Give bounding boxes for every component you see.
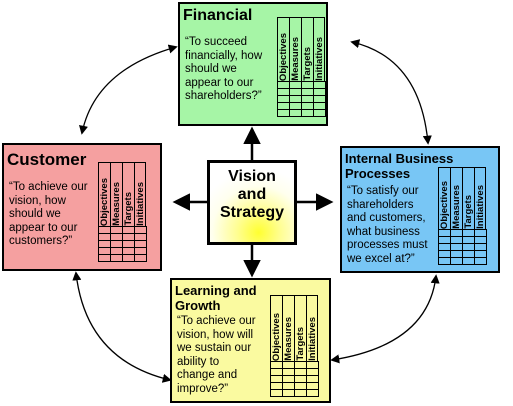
question-line: ability to — [177, 355, 220, 368]
question-line: appear to our — [185, 76, 254, 89]
customer-question: “To achieve our vision, how should we ap… — [9, 181, 88, 249]
vision-strategy-title: Vision and Strategy — [210, 168, 294, 222]
financial-grid-header: Objectives Measures Targets Initiatives — [277, 17, 325, 81]
financial-question: “To succeed financially, how should we a… — [185, 36, 262, 104]
title-line: Processes — [345, 166, 411, 181]
question-line: vision, how will — [177, 328, 254, 341]
financial-box: Financial “To succeed financially, how s… — [178, 2, 328, 126]
question-line: improve?” — [177, 382, 229, 395]
column-header: Measures — [282, 295, 294, 361]
question-line: “To satisfy our — [347, 185, 419, 197]
center-line: Vision — [228, 168, 276, 185]
column-header: Targets — [294, 295, 306, 361]
question-line: “To succeed — [185, 36, 248, 48]
center-line: Strategy — [219, 204, 285, 221]
customer-grid-cells — [98, 226, 147, 262]
financial-grid-cells — [277, 81, 326, 117]
column-header: Initiatives — [474, 167, 486, 229]
question-line: should we — [185, 63, 237, 76]
column-header: Targets — [122, 162, 134, 226]
question-line: we sustain our — [177, 342, 252, 355]
column-header: Objectives — [98, 162, 110, 226]
vision-strategy-box: Vision and Strategy — [207, 160, 297, 245]
question-line: “To achieve our — [177, 315, 256, 327]
column-header: Initiatives — [313, 17, 325, 81]
question-line: should we — [9, 208, 61, 221]
column-header: Targets — [462, 167, 474, 229]
internal-grid-header: Objectives Measures Targets Initiatives — [438, 167, 486, 229]
internal-business-box: Internal Business Processes “To satisfy … — [340, 146, 500, 273]
curve-financial-internal — [350, 39, 432, 145]
question-line: customers?” — [9, 235, 73, 248]
learning-growth-box: Learning and Growth “To achieve our visi… — [170, 278, 331, 403]
question-line: appear to our — [9, 221, 78, 234]
customer-grid-header: Objectives Measures Targets Initiatives — [98, 162, 146, 226]
question-line: vision, how — [9, 194, 66, 207]
question-line: what business — [347, 225, 420, 238]
question-line: processes must — [347, 239, 428, 252]
title-line: Learning and — [175, 283, 257, 298]
curve-internal-learning — [330, 274, 440, 364]
question-line: shareholders?” — [185, 90, 262, 103]
internal-grid-cells — [438, 229, 487, 265]
question-line: “To achieve our — [9, 181, 88, 193]
column-header: Objectives — [270, 295, 282, 361]
curve-financial-customer — [79, 44, 178, 135]
learning-grid-header: Objectives Measures Targets Initiatives — [270, 295, 318, 361]
customer-box: Customer “To achieve our vision, how sho… — [2, 143, 162, 271]
column-header: Measures — [289, 17, 301, 81]
learning-growth-question: “To achieve our vision, how will we sust… — [177, 315, 256, 396]
column-header: Measures — [110, 162, 122, 226]
question-line: and customers, — [347, 212, 426, 225]
question-line: we excel at?” — [347, 252, 415, 265]
title-line: Growth — [175, 298, 221, 313]
center-line: and — [237, 186, 267, 203]
learning-grid-cells — [270, 361, 319, 397]
column-header: Objectives — [277, 17, 289, 81]
internal-business-title: Internal Business Processes — [345, 151, 453, 181]
column-header: Measures — [450, 167, 462, 229]
column-header: Initiatives — [306, 295, 318, 361]
curve-customer-learning — [72, 271, 172, 383]
question-line: change and — [177, 369, 238, 382]
customer-title: Customer — [7, 150, 87, 169]
column-header: Targets — [301, 17, 313, 81]
column-header: Initiatives — [134, 162, 146, 226]
column-header: Objectives — [438, 167, 450, 229]
question-line: shareholders — [347, 198, 414, 211]
learning-growth-title: Learning and Growth — [175, 283, 257, 313]
title-line: Internal Business — [345, 151, 454, 166]
internal-business-question: “To satisfy our shareholders and custome… — [347, 185, 428, 266]
financial-title: Financial — [183, 7, 253, 24]
question-line: financially, how — [185, 49, 263, 62]
